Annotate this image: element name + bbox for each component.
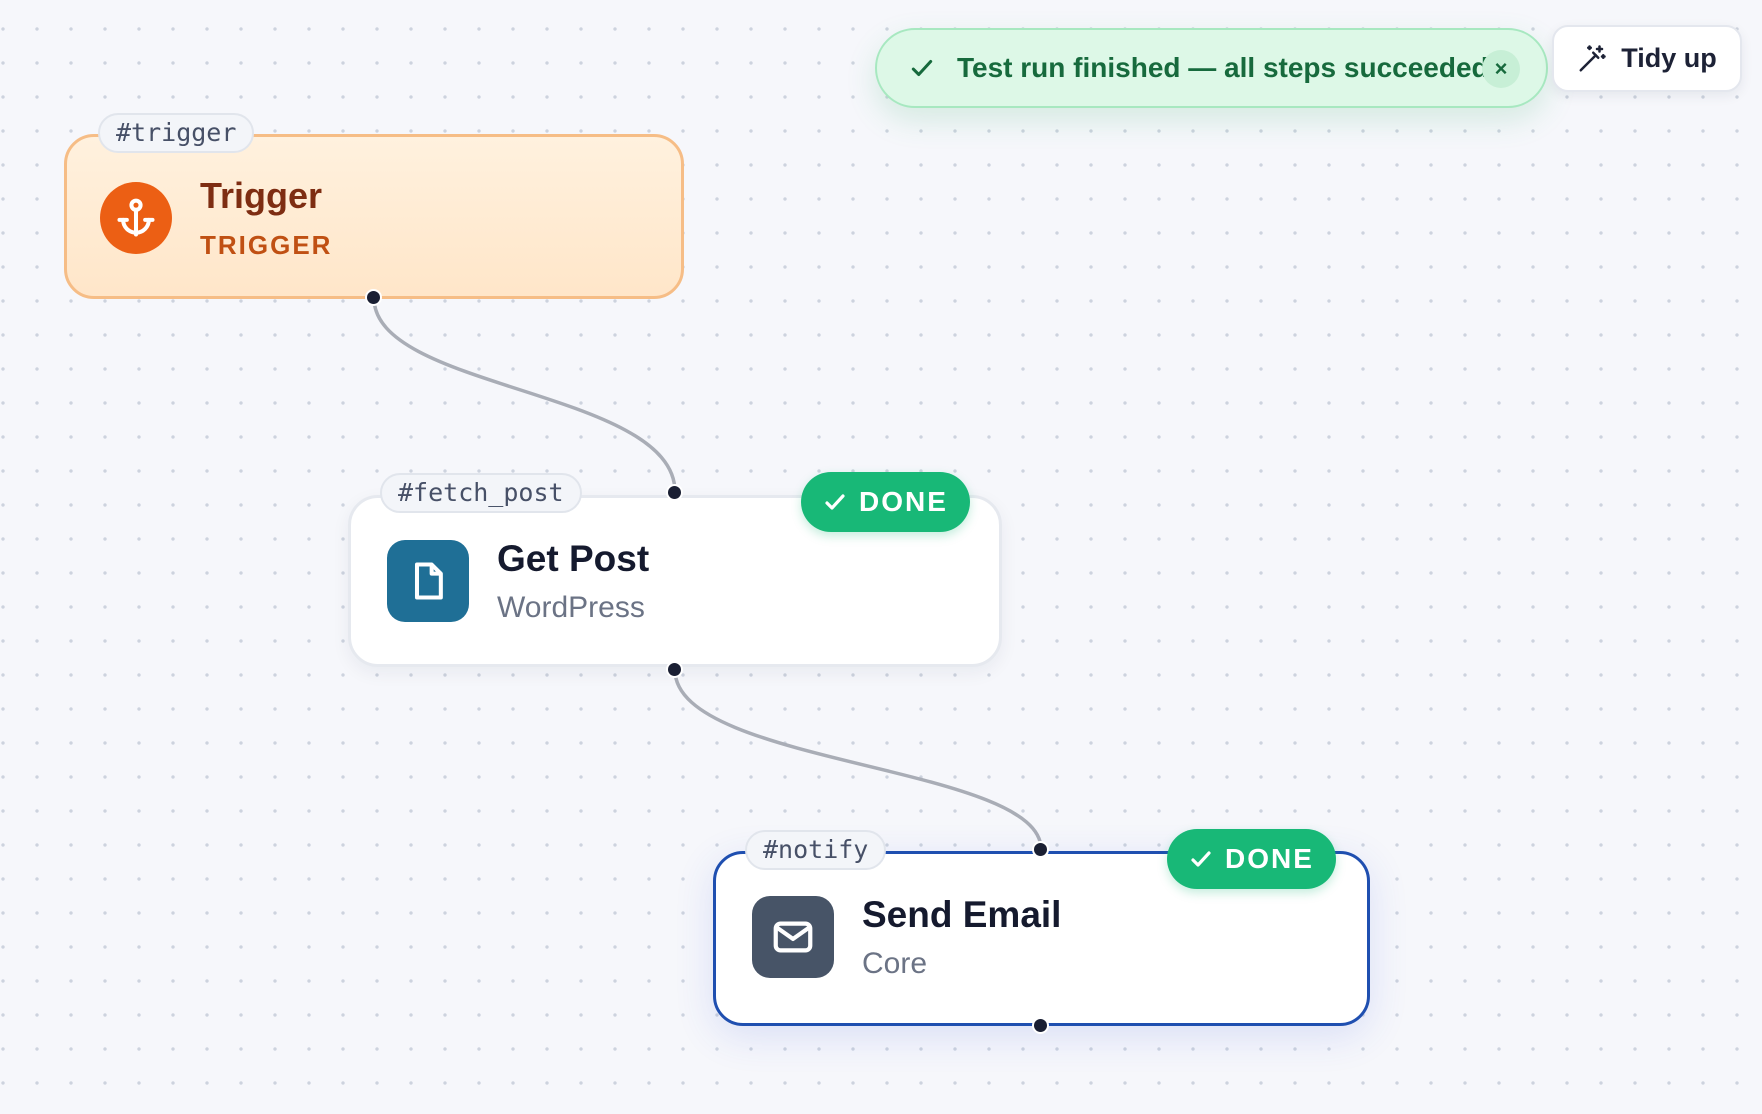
edge-fetch-to-notify[interactable] bbox=[673, 669, 1043, 850]
node-title: Send Email bbox=[862, 894, 1062, 935]
node-texts: Trigger TRIGGER bbox=[200, 175, 332, 261]
node-subtitle: TRIGGER bbox=[200, 230, 333, 261]
magic-wand-icon bbox=[1579, 44, 1606, 71]
check-icon bbox=[825, 494, 845, 510]
input-port-notify[interactable] bbox=[1032, 841, 1049, 858]
success-toast: Test run finished — all steps succeeded.… bbox=[875, 28, 1548, 108]
edge-trigger-to-fetch[interactable] bbox=[372, 297, 677, 493]
toast-message: Test run finished — all steps succeeded. bbox=[957, 52, 1497, 83]
node-texts: Get Post WordPress bbox=[497, 538, 649, 625]
output-port-notify[interactable] bbox=[1032, 1017, 1049, 1034]
node-title: Trigger bbox=[200, 175, 323, 216]
node-content: Get Post WordPress bbox=[387, 538, 649, 625]
node-tag-trigger: #trigger bbox=[98, 113, 255, 153]
status-badge: DONE bbox=[801, 472, 970, 532]
node-subtitle: WordPress bbox=[497, 590, 645, 624]
close-icon[interactable]: × bbox=[1482, 50, 1520, 88]
output-port-trigger[interactable] bbox=[365, 289, 382, 306]
status-badge: DONE bbox=[1167, 829, 1336, 889]
mail-icon bbox=[752, 896, 834, 979]
check-icon bbox=[911, 59, 933, 77]
tidy-up-label: Tidy up bbox=[1621, 43, 1717, 73]
node-content: Trigger TRIGGER bbox=[100, 175, 332, 261]
status-label: DONE bbox=[859, 486, 948, 517]
status-label: DONE bbox=[1225, 843, 1314, 874]
check-icon bbox=[1191, 851, 1211, 867]
output-port-fetch-post[interactable] bbox=[666, 661, 683, 678]
node-trigger[interactable]: Trigger TRIGGER bbox=[64, 134, 684, 299]
node-title: Get Post bbox=[497, 538, 650, 579]
anchor-icon bbox=[100, 182, 172, 255]
node-content: Send Email Core bbox=[752, 894, 1061, 981]
node-subtitle: Core bbox=[862, 946, 928, 980]
input-port-fetch-post[interactable] bbox=[666, 484, 683, 501]
node-tag-notify: #notify bbox=[745, 830, 887, 870]
node-texts: Send Email Core bbox=[862, 894, 1061, 981]
node-tag-fetch-post: #fetch_post bbox=[380, 473, 582, 513]
document-icon bbox=[387, 540, 469, 623]
tidy-up-button[interactable]: Tidy up bbox=[1552, 25, 1742, 92]
